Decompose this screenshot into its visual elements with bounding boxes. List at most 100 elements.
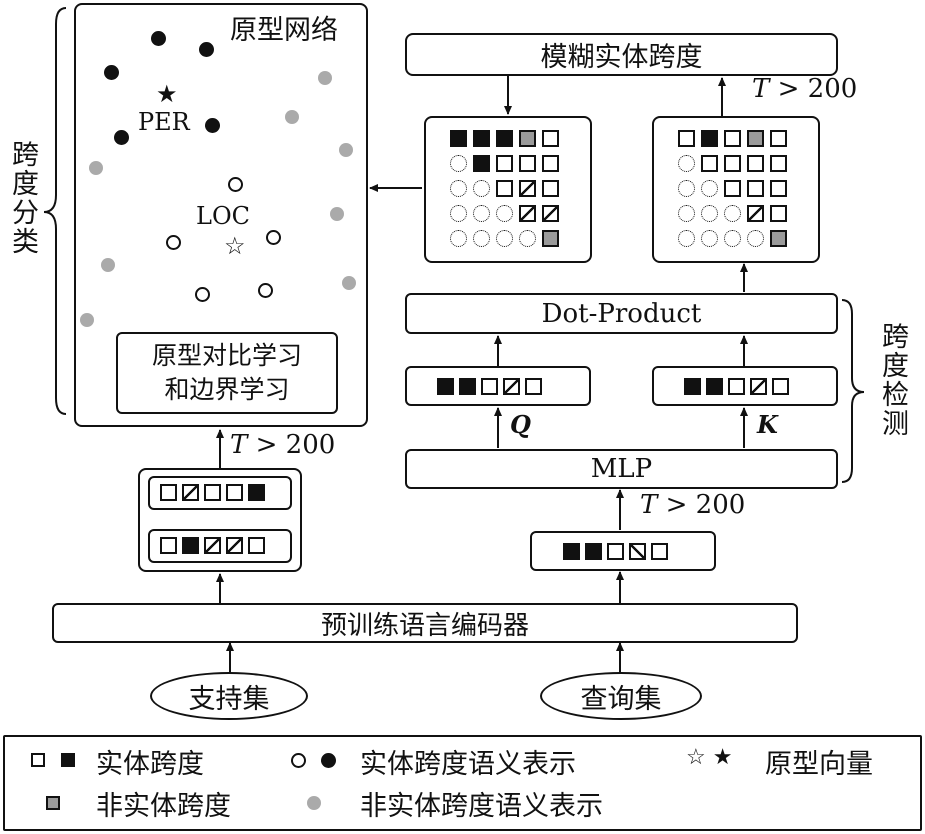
- legend-non-entity-span: 非实体跨度: [96, 791, 231, 822]
- span-cell: [481, 378, 498, 395]
- span-cell: [701, 230, 718, 247]
- span-cell: [519, 130, 536, 147]
- span-cell: [519, 155, 536, 172]
- threshold-label: T > 200: [230, 430, 336, 460]
- span-cell: [724, 155, 741, 172]
- span-cell: [496, 205, 513, 222]
- non-entity-semantic-dot: [285, 110, 299, 124]
- span-cell: [226, 537, 243, 554]
- span-cell: [496, 130, 513, 147]
- span-cell: [563, 543, 580, 560]
- span-cell: [182, 537, 199, 554]
- span-cell: [204, 484, 221, 501]
- span-cell: [450, 230, 467, 247]
- threshold-label: T > 200: [752, 74, 858, 104]
- legend-entity-span: 实体跨度: [96, 749, 204, 780]
- per-label: PER: [138, 108, 190, 136]
- support-set-ellipse: 支持集: [150, 672, 308, 720]
- q-label: Q: [510, 410, 531, 439]
- span-cell: [724, 205, 741, 222]
- span-cell: [770, 180, 787, 197]
- span-cell: [706, 378, 723, 395]
- span-cell: [496, 180, 513, 197]
- span-cell: [651, 543, 668, 560]
- span-cell: [728, 378, 745, 395]
- fuzzy-span-box: 模糊实体跨度: [405, 33, 838, 76]
- span-cell: [542, 205, 559, 222]
- span-cell: [770, 155, 787, 172]
- span-cell: [542, 180, 559, 197]
- span-classification-brace: [43, 7, 67, 415]
- dot-product-box: Dot-Product: [405, 293, 838, 334]
- span-detection-brace: [841, 299, 865, 483]
- span-cell: [585, 543, 602, 560]
- span-cell: [747, 180, 764, 197]
- span-cell: [770, 130, 787, 147]
- span-cell: [473, 155, 490, 172]
- entity-semantic-dot: [205, 118, 220, 133]
- prototype-network-title: 原型网络: [230, 15, 338, 46]
- non-entity-semantic-dot: [339, 143, 353, 157]
- entity-semantic-dot: [151, 31, 166, 46]
- span-cell: [542, 155, 559, 172]
- span-cell: [519, 180, 536, 197]
- entity-semantic-open-dot: [258, 283, 273, 298]
- span-cell: [473, 205, 490, 222]
- span-cell: [724, 230, 741, 247]
- non-entity-semantic-dot: [89, 161, 103, 175]
- per-prototype-icon: ★: [156, 80, 178, 108]
- span-cell: [701, 180, 718, 197]
- span-cell: [678, 205, 695, 222]
- span-cell: [724, 130, 741, 147]
- span-cell: [701, 205, 718, 222]
- span-cell: [473, 230, 490, 247]
- span-cell: [450, 155, 467, 172]
- span-cell: [450, 180, 467, 197]
- non-entity-semantic-dot: [342, 276, 356, 290]
- span-cell: [542, 130, 559, 147]
- span-cell: [160, 537, 177, 554]
- span-cell: [684, 378, 701, 395]
- non-entity-span-legend-icon: [46, 796, 60, 810]
- span-cell: [248, 537, 265, 554]
- span-cell: [496, 230, 513, 247]
- span-cell: [160, 484, 177, 501]
- span-cell: [248, 484, 265, 501]
- span-cell: [678, 230, 695, 247]
- span-cell: [770, 230, 787, 247]
- prototype-learning-box: 原型对比学习 和边界学习: [116, 332, 338, 414]
- entity-span-legend-icon: [31, 753, 45, 767]
- span-cell: [678, 180, 695, 197]
- k-vector-box: [652, 366, 838, 406]
- pretrained-encoder-box: 预训练语言编码器: [52, 603, 798, 643]
- legend-entity-semantic: 实体跨度语义表示: [360, 749, 576, 780]
- span-cell: [473, 130, 490, 147]
- span-cell: [459, 378, 476, 395]
- non-entity-semantic-dot: [318, 71, 332, 85]
- entity-semantic-legend-icon: [321, 753, 336, 768]
- span-cell: [182, 484, 199, 501]
- mlp-box: MLP: [405, 449, 838, 489]
- span-cell: [678, 155, 695, 172]
- span-cell: [496, 155, 513, 172]
- prototype-vector-legend-icon: ☆ ★: [686, 745, 733, 770]
- span-cell: [437, 378, 454, 395]
- span-cell: [525, 378, 542, 395]
- entity-semantic-dot: [114, 130, 129, 145]
- loc-label: LOC: [196, 202, 250, 230]
- span-cell: [701, 155, 718, 172]
- entity-semantic-open-dot: [266, 230, 281, 245]
- q-vector-box: [405, 366, 591, 406]
- entity-semantic-open-dot: [228, 177, 243, 192]
- loc-prototype-icon: ☆: [224, 232, 246, 260]
- span-cell: [519, 230, 536, 247]
- non-entity-semantic-legend-icon: [307, 796, 321, 810]
- span-cell: [750, 378, 767, 395]
- span-cell: [678, 130, 695, 147]
- span-cell: [226, 484, 243, 501]
- span-cell: [770, 205, 787, 222]
- span-cell: [747, 155, 764, 172]
- span-detection-label: 跨度检测: [877, 322, 908, 438]
- entity-semantic-dot: [104, 65, 119, 80]
- entity-semantic-open-dot: [166, 235, 181, 250]
